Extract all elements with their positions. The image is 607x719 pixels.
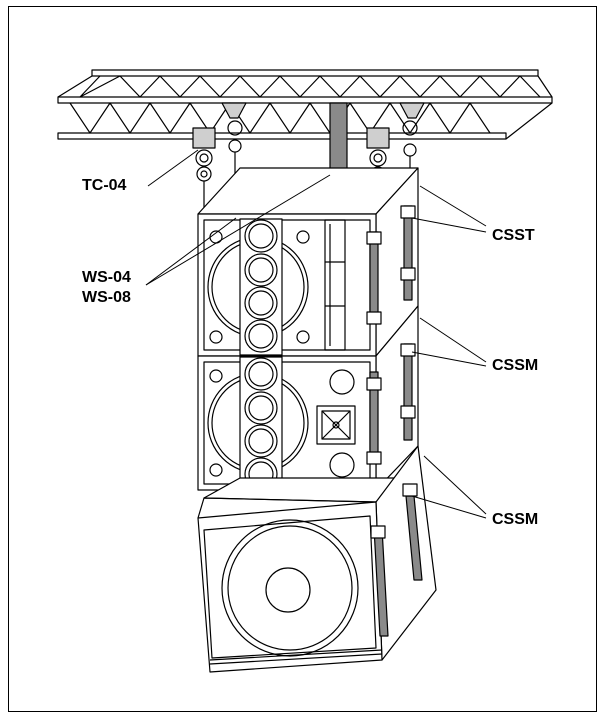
bottom-cabinet <box>197 445 437 673</box>
label-csst: CSST <box>492 227 535 244</box>
top-cabinet <box>197 167 419 357</box>
strap-buckles <box>366 205 418 539</box>
center-strap <box>329 102 348 176</box>
label-cssm-lower: CSSM <box>492 511 539 528</box>
shackles <box>195 120 418 182</box>
label-ws-08: WS-08 <box>82 289 131 306</box>
label-tc-04: TC-04 <box>82 177 127 194</box>
middle-cabinet <box>197 305 419 491</box>
label-ws-04: WS-04 <box>82 269 131 286</box>
truss-clamps <box>192 102 425 149</box>
label-cssm-upper: CSSM <box>492 357 539 374</box>
truss <box>57 69 553 140</box>
diagram-frame <box>8 6 597 712</box>
leader-lines <box>145 149 487 519</box>
